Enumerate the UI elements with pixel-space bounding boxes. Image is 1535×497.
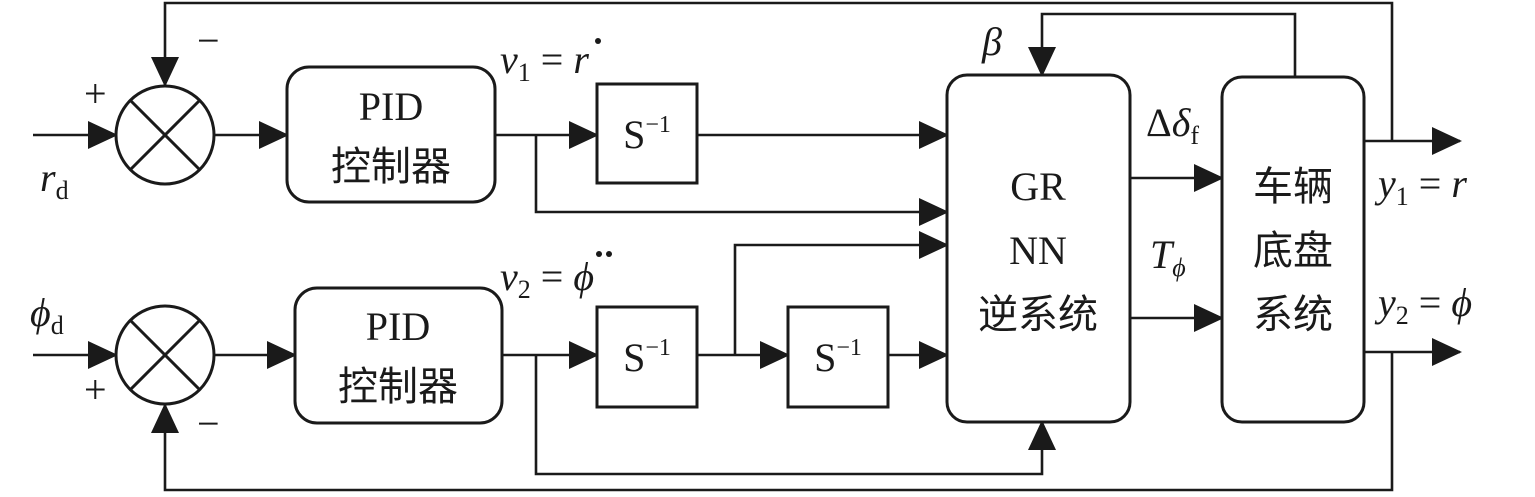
label-delta-f: Δδf xyxy=(1146,100,1199,150)
vehicle-line3: 系统 xyxy=(1253,292,1333,338)
label-y1: y1 = r xyxy=(1374,161,1467,211)
label-r-d: rd xyxy=(40,155,69,205)
vehicle-line1: 车辆 xyxy=(1253,164,1333,210)
summing-junction-top xyxy=(114,84,216,186)
v2-dot-accent-left xyxy=(596,251,602,257)
wire-int2-out-to-grnn xyxy=(733,231,949,355)
integrator-2-base: S xyxy=(623,335,645,380)
integrator-2: S−1 xyxy=(595,305,699,409)
sign-minus-top: − xyxy=(197,18,220,63)
grnn-line1: GR xyxy=(1010,164,1066,209)
integrator-1: S−1 xyxy=(595,82,699,185)
grnn-line2: NN xyxy=(1009,228,1067,273)
pid-bottom-line2: 控制器 xyxy=(338,364,458,410)
integrator-3-base: S xyxy=(814,335,836,380)
grnn-inverse-system: GR NN 逆系统 xyxy=(945,73,1132,424)
svg-text:S−1: S−1 xyxy=(814,335,862,380)
pid-controller-top: PID 控制器 xyxy=(285,65,497,204)
integrator-2-exp: −1 xyxy=(645,335,671,361)
sign-plus-bottom: + xyxy=(84,367,107,412)
v1-dot-accent xyxy=(595,38,601,44)
vehicle-line2: 底盘 xyxy=(1253,228,1333,274)
integrator-3-exp: −1 xyxy=(836,335,862,361)
pid-top-line1: PID xyxy=(359,84,423,129)
wires xyxy=(33,1,1462,492)
label-v2: v2 = ϕ xyxy=(500,251,612,304)
label-beta: β xyxy=(981,19,1002,64)
label-phi-d: ϕd xyxy=(30,290,64,340)
summing-junction-bottom xyxy=(114,304,216,406)
label-y2: y2 = ϕ xyxy=(1374,280,1472,330)
label-t-phi: Tϕ xyxy=(1150,232,1186,282)
pid-controller-bottom: PID 控制器 xyxy=(293,286,504,425)
sign-minus-bottom: − xyxy=(197,401,220,446)
integrator-1-exp: −1 xyxy=(645,112,671,138)
svg-text:S−1: S−1 xyxy=(623,335,671,380)
vehicle-chassis-system: 车辆 底盘 系统 xyxy=(1220,75,1366,424)
svg-text:S−1: S−1 xyxy=(623,112,671,157)
wire-v1-to-grnn xyxy=(534,135,949,226)
wire-feedback-top xyxy=(151,1,1394,141)
svg-text:v2 = ϕ: v2 = ϕ xyxy=(500,254,594,304)
integrator-1-base: S xyxy=(623,112,645,157)
integrator-3: S−1 xyxy=(786,305,890,409)
v2-dot-accent-right xyxy=(606,251,612,257)
pid-bottom-line1: PID xyxy=(366,304,430,349)
svg-text:v1 = r: v1 = r xyxy=(500,37,589,87)
label-v1: v1 = r xyxy=(500,37,601,87)
wire-feedback-bottom xyxy=(151,352,1394,492)
wire-beta-feedback xyxy=(1028,12,1297,77)
pid-top-line2: 控制器 xyxy=(331,144,451,190)
wire-v2-to-grnn-bottom xyxy=(534,355,1056,476)
sign-plus-top: + xyxy=(84,71,107,116)
grnn-line3: 逆系统 xyxy=(978,292,1098,338)
